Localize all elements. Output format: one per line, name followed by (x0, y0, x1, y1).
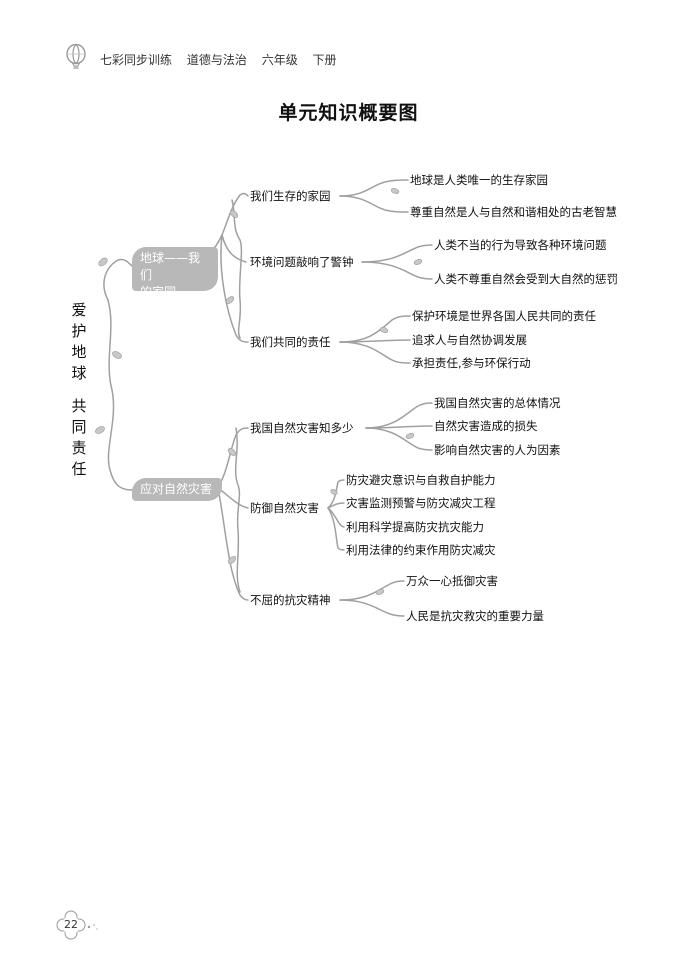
leaf-item: 灾害监测预警与防灾减灾工程 (346, 496, 496, 510)
leaf-item: 万众一心抵御灾害 (406, 574, 498, 588)
sub-topic: 防御自然灾害 (250, 501, 319, 515)
root-char: 护 (71, 322, 87, 340)
balloon-logo-icon (66, 44, 86, 69)
header-subject: 道德与法治 (186, 53, 247, 67)
sparkle-dots-icon (87, 924, 98, 930)
sub-topic: 我们共同的责任 (250, 335, 331, 349)
flower-badge-icon (56, 910, 86, 940)
leaf-item: 人类不尊重自然会受到大自然的惩罚 (434, 272, 618, 286)
branch-earth-our-home: 地球——我们 的家园 (132, 247, 218, 299)
sub-topic: 不屈的抗灾精神 (250, 593, 331, 607)
leaf-item: 人民是抗灾救灾的重要力量 (406, 609, 544, 623)
root-char: 任 (71, 460, 87, 478)
branch-label-line: 的家园 (140, 285, 177, 299)
root-topic: 爱 护 地 球 共 同 责 任 (64, 300, 94, 480)
sub-topic: 我们生存的家园 (250, 189, 331, 203)
leaf-item: 地球是人类唯一的生存家园 (410, 173, 548, 187)
root-char: 共 (71, 397, 87, 415)
sub-topic: 我国自然灾害知多少 (250, 421, 354, 435)
leaf-item: 我国自然灾害的总体情况 (434, 396, 561, 410)
branch-label-line: 地球——我们 (140, 251, 201, 282)
leaf-item: 承担责任,参与环保行动 (412, 356, 531, 370)
leaf-item: 影响自然灾害的人为因素 (434, 443, 561, 457)
header-volume: 下册 (312, 53, 337, 67)
leaf-item: 追求人与自然协调发展 (412, 333, 527, 347)
root-char: 爱 (71, 301, 87, 319)
leaf-item: 利用科学提高防灾抗灾能力 (346, 520, 484, 534)
leaf-item: 防灾避灾意识与自救自护能力 (346, 473, 496, 487)
branch-natural-disasters: 应对自然灾害 (132, 478, 222, 501)
root-char: 同 (71, 418, 87, 436)
leaf-item: 保护环境是世界各国人民共同的责任 (412, 309, 596, 323)
root-char: 责 (71, 439, 87, 457)
header-grade: 六年级 (261, 53, 298, 67)
header-series: 七彩同步训练 (100, 53, 173, 67)
leaf-item: 人类不当的行为导致各种环境问题 (434, 238, 607, 252)
sub-topic: 环境问题敲响了警钟 (250, 255, 354, 269)
root-char: 地 (71, 343, 87, 361)
page-number: 22 (64, 918, 78, 931)
leaf-item: 利用法律的约束作用防灾减灾 (346, 543, 496, 557)
leaf-item: 尊重自然是人与自然和谐相处的古老智慧 (410, 205, 617, 219)
header-bar: 七彩同步训练 道德与法治 六年级 下册 (100, 51, 348, 68)
leaf-item: 自然灾害造成的损失 (434, 419, 538, 433)
branch-label-line: 应对自然灾害 (140, 482, 213, 496)
root-char: 球 (71, 364, 87, 382)
page-title: 单元知识概要图 (278, 102, 419, 124)
